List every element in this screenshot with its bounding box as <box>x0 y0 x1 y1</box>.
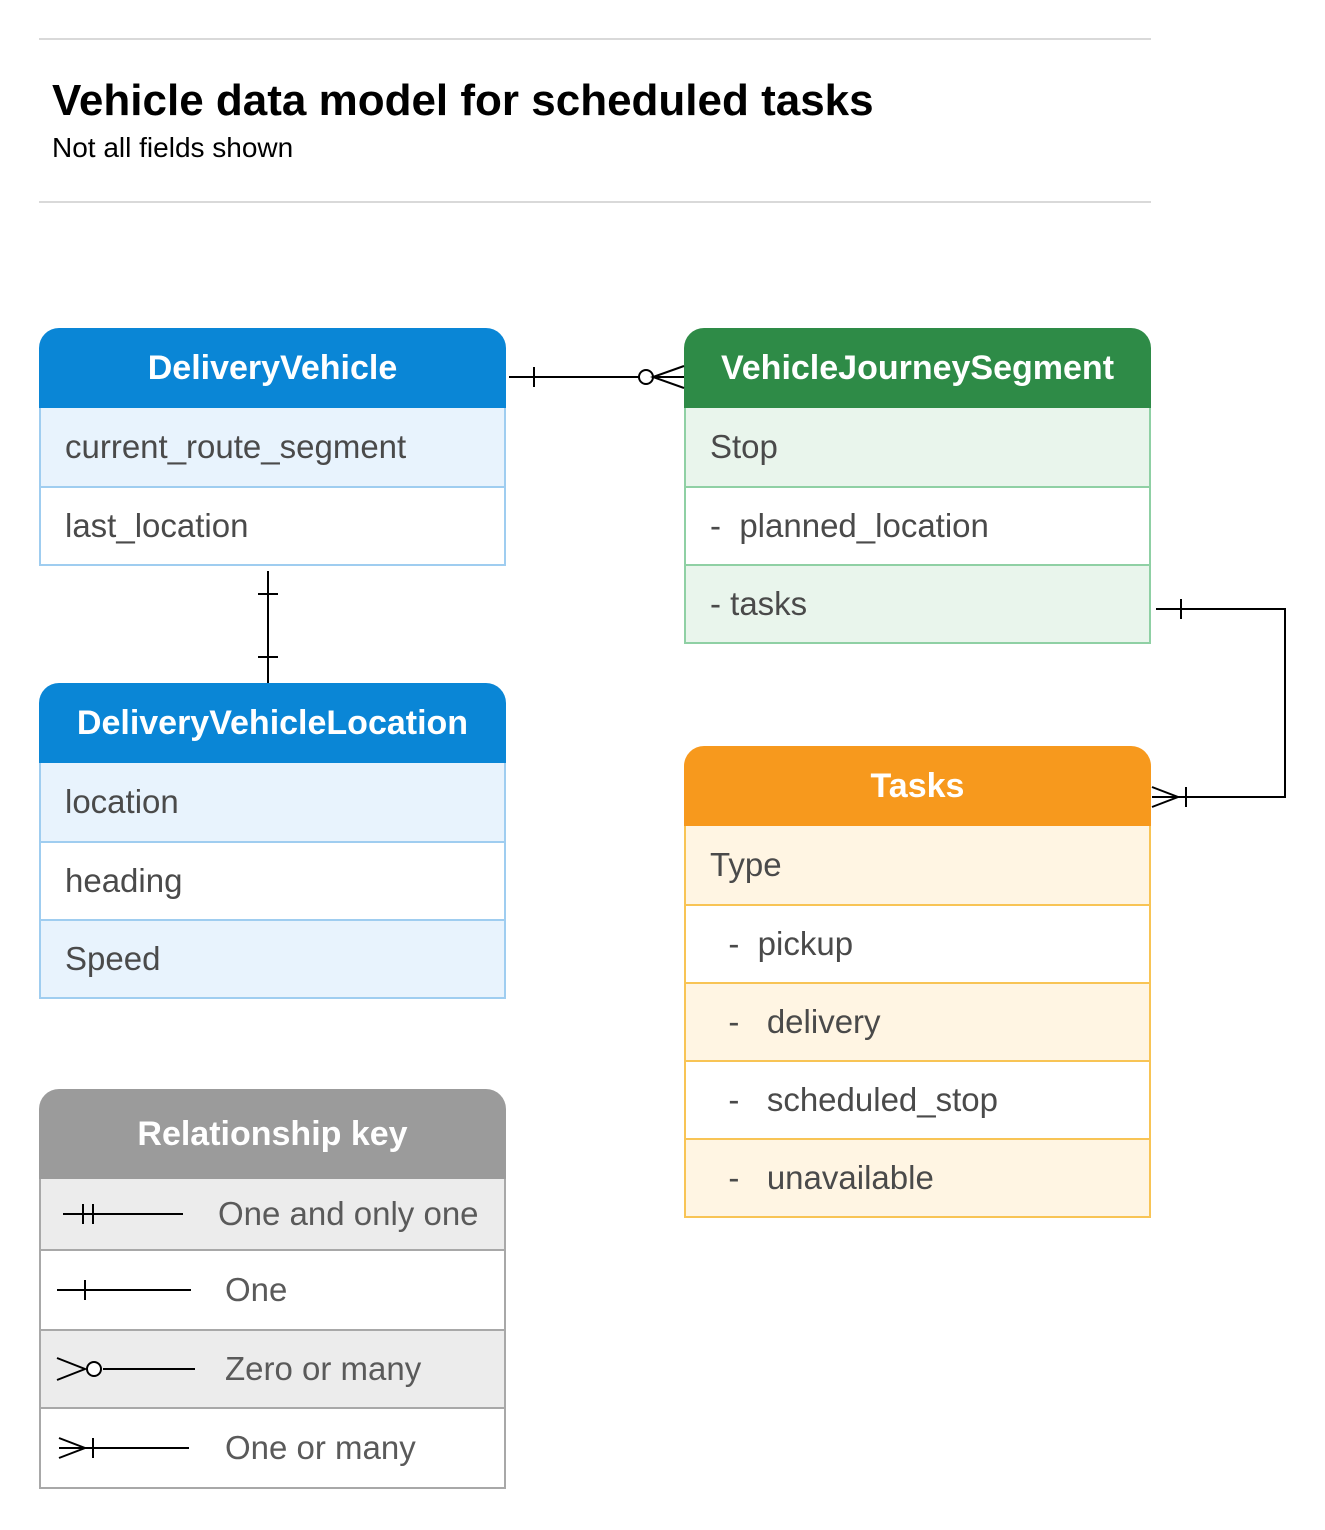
page-title: Vehicle data model for scheduled tasks <box>52 76 874 125</box>
entity-header: Tasks <box>684 746 1151 826</box>
connector-segment-to-tasks <box>1151 599 1286 808</box>
field-type: Type <box>686 826 1149 904</box>
field-speed: Speed <box>41 919 504 997</box>
key-item-label: One or many <box>225 1429 416 1466</box>
key-item-label: One <box>225 1271 288 1308</box>
field-unavailable: - unavailable <box>686 1138 1149 1216</box>
field-scheduled-stop: - scheduled_stop <box>686 1060 1149 1138</box>
entity-delivery-vehicle-location: DeliveryVehicleLocation location heading… <box>39 683 506 999</box>
field-last-location: last_location <box>41 486 504 564</box>
one-icon <box>57 1280 191 1300</box>
one-or-many-icon <box>58 1437 189 1459</box>
top-divider <box>39 38 1151 40</box>
field-planned-location: - planned_location <box>686 486 1149 564</box>
field-location: location <box>41 763 504 841</box>
entity-header: DeliveryVehicleLocation <box>39 683 506 763</box>
key-item-one-or-many: One or many <box>41 1407 504 1487</box>
field-pickup: - pickup <box>686 904 1149 982</box>
key-item-one-and-only-one: One and only one <box>41 1179 504 1249</box>
key-item-label: One and only one <box>218 1195 479 1232</box>
key-item-one: One <box>41 1249 504 1329</box>
zero-or-many-icon <box>56 1357 195 1381</box>
field-tasks: - tasks <box>686 564 1149 642</box>
field-delivery: - delivery <box>686 982 1149 1060</box>
page-subtitle: Not all fields shown <box>52 132 294 163</box>
entity-header: DeliveryVehicle <box>39 328 506 408</box>
key-item-zero-or-many: Zero or many <box>41 1329 504 1407</box>
relationship-key-title: Relationship key <box>39 1089 506 1179</box>
connector-vehicle-to-location <box>258 571 278 683</box>
entity-header: VehicleJourneySegment <box>684 328 1151 408</box>
field-heading: heading <box>41 841 504 919</box>
entity-delivery-vehicle: DeliveryVehicle current_route_segment la… <box>39 328 506 566</box>
connector-vehicle-to-segment <box>509 365 685 389</box>
relationship-key: Relationship key One and only one One Ze <box>39 1089 506 1489</box>
field-current-route-segment: current_route_segment <box>41 408 504 486</box>
key-item-label: Zero or many <box>225 1350 422 1387</box>
entity-tasks: Tasks Type - pickup - delivery - schedul… <box>684 746 1151 1218</box>
header-divider <box>39 201 1151 203</box>
field-stop: Stop <box>686 408 1149 486</box>
one-and-only-one-icon <box>63 1204 183 1224</box>
entity-vehicle-journey-segment: VehicleJourneySegment Stop - planned_loc… <box>684 328 1151 644</box>
